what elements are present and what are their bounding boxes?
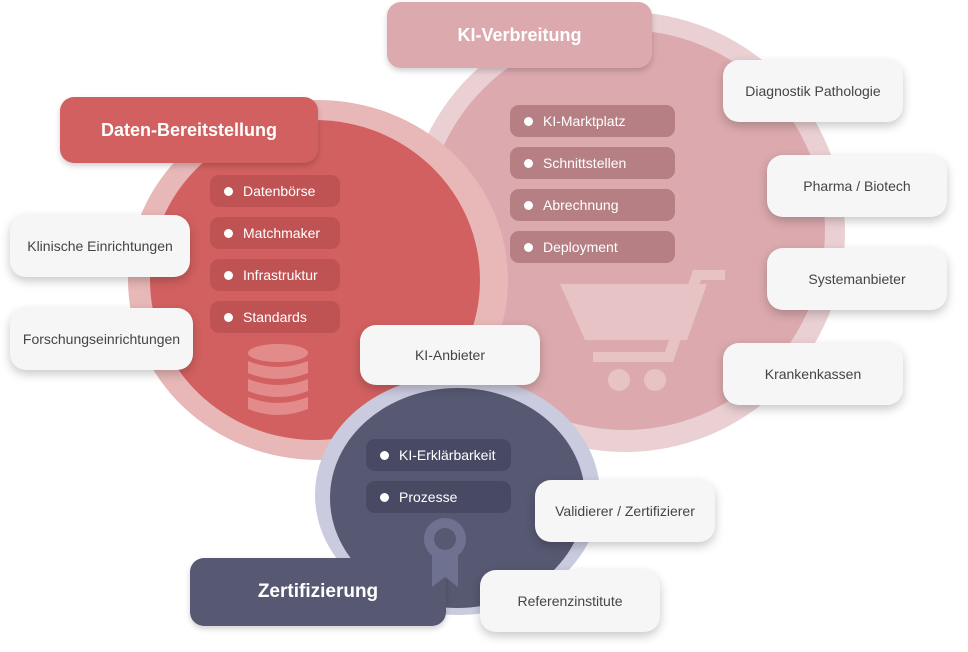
zert-item-label: Prozesse xyxy=(399,489,458,505)
actor-systemanbieter: Systemanbieter xyxy=(767,248,947,310)
certificate-badge-icon xyxy=(424,518,466,587)
data-item: Infrastruktur xyxy=(210,259,340,291)
actor-diagnostik-pathologie: Diagnostik Pathologie xyxy=(723,60,903,122)
data-item: Datenbörse xyxy=(210,175,340,207)
data-item: Standards xyxy=(210,301,340,333)
ki-item-label: Abrechnung xyxy=(543,197,619,213)
daten-bereitstellung-header: Daten-Bereitstellung xyxy=(60,97,318,163)
database-icon xyxy=(248,344,308,415)
bullet-icon xyxy=(224,312,233,322)
ki-item: Schnittstellen xyxy=(510,147,675,179)
bullet-icon xyxy=(224,270,233,280)
actor-referenzinstitute: Referenzinstitute xyxy=(480,570,660,632)
bullet-icon xyxy=(224,186,233,196)
ki-item: Deployment xyxy=(510,231,675,263)
actor-pharma-biotech: Pharma / Biotech xyxy=(767,155,947,217)
ki-verbreitung-header: KI-Verbreitung xyxy=(387,2,652,68)
data-item-label: Infrastruktur xyxy=(243,267,318,283)
data-item-label: Standards xyxy=(243,309,307,325)
data-item-label: Matchmaker xyxy=(243,225,321,241)
zert-item: KI-Erklärbarkeit xyxy=(366,439,511,471)
bullet-icon xyxy=(224,228,233,238)
actor-validierer-zertifizierer: Validierer / Zertifizierer xyxy=(535,480,715,542)
bullet-icon xyxy=(524,158,533,168)
shopping-cart-icon xyxy=(560,270,725,391)
actor-klinische-einrichtungen: Klinische Einrichtungen xyxy=(10,215,190,277)
ki-item-label: KI-Marktplatz xyxy=(543,113,626,129)
bullet-icon xyxy=(380,450,389,460)
actor-ki-anbieter: KI-Anbieter xyxy=(360,325,540,385)
bullet-icon xyxy=(524,200,533,210)
data-item: Matchmaker xyxy=(210,217,340,249)
ki-item: Abrechnung xyxy=(510,189,675,221)
ki-item-label: Deployment xyxy=(543,239,618,255)
bullet-icon xyxy=(524,242,533,252)
zert-item-label: KI-Erklärbarkeit xyxy=(399,447,496,463)
bullet-icon xyxy=(380,492,389,502)
actor-forschungseinrichtungen: Forschungseinrichtungen xyxy=(10,308,193,370)
ki-item-label: Schnittstellen xyxy=(543,155,627,171)
bullet-icon xyxy=(524,116,533,126)
zert-item: Prozesse xyxy=(366,481,511,513)
data-item-label: Datenbörse xyxy=(243,183,316,199)
actor-krankenkassen: Krankenkassen xyxy=(723,343,903,405)
zertifizierung-header: Zertifizierung xyxy=(190,558,446,626)
ki-item: KI-Marktplatz xyxy=(510,105,675,137)
